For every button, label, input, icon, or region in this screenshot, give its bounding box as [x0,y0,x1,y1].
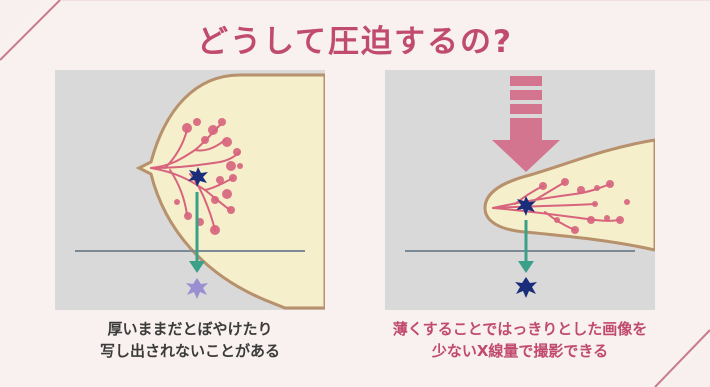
projection-arrow-head [518,261,534,273]
uncompressed-breast-illustration [55,70,325,310]
uncompressed-caption: 厚いままだとぼやけたり 写し出されないことがある [25,318,355,362]
compressed-caption: 薄くすることではっきりとした画像を 少ないX線量で撮影できる [355,318,685,362]
lobules [539,178,630,234]
caption-line: 厚いままだとぼやけたり [107,320,273,338]
caption-line: 少ないX線量で撮影できる [431,342,609,360]
compressed-breast-illustration [385,70,655,310]
sharp-image-star-icon [515,277,537,298]
compression-arrow-icon [492,76,560,172]
uncompressed-panel [55,70,325,310]
caption-line: 写し出されないことがある [99,342,280,360]
lobules [174,118,243,235]
lesion-star-icon [188,167,208,187]
blurred-image-star-icon [186,278,208,299]
lesion-star-icon [516,196,536,216]
diagram-title: どうして圧迫するの? [196,24,514,60]
projection-arrow-head [189,261,205,273]
caption-line: 薄くすることではっきりとした画像を [392,320,648,338]
compressed-panel [385,70,655,310]
